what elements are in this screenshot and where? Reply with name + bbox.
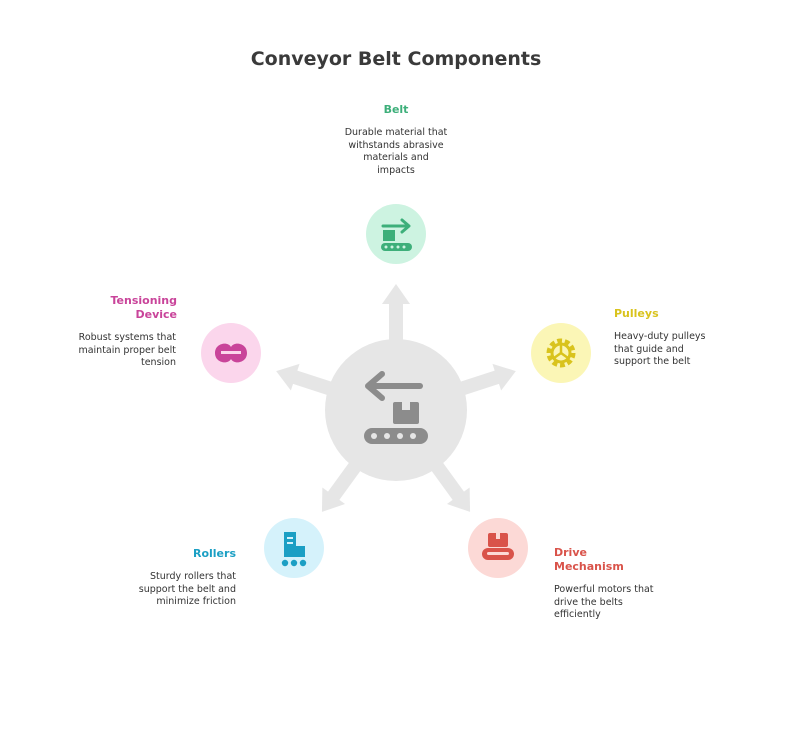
conveyor-hub-icon bbox=[364, 371, 428, 444]
drive-description: Powerful motors that drive the belts eff… bbox=[554, 584, 654, 620]
gear-icon bbox=[546, 338, 576, 368]
belt-label: Belt bbox=[383, 103, 409, 116]
belt-description: Durable material that withstands abrasiv… bbox=[344, 127, 448, 176]
belt-node bbox=[366, 204, 426, 264]
roller-skate-icon bbox=[281, 532, 307, 567]
tensioning-label: Tensioning Device bbox=[110, 294, 177, 321]
tension-icon bbox=[215, 343, 247, 363]
pulleys-label: Pulleys bbox=[614, 307, 659, 320]
diagram-title: Conveyor Belt Components bbox=[250, 48, 542, 70]
conveyor-box-icon bbox=[381, 218, 412, 251]
rollers-label: Rollers bbox=[192, 547, 236, 560]
drive-label: Drive Mechanism bbox=[554, 546, 624, 573]
rollers-description: Sturdy rollers that support the belt and… bbox=[138, 571, 236, 607]
tensioning-description: Robust systems that maintain proper belt… bbox=[78, 332, 176, 368]
motor-icon bbox=[482, 533, 514, 560]
pulleys-description: Heavy-duty pulleys that guide and suppor… bbox=[614, 331, 706, 367]
